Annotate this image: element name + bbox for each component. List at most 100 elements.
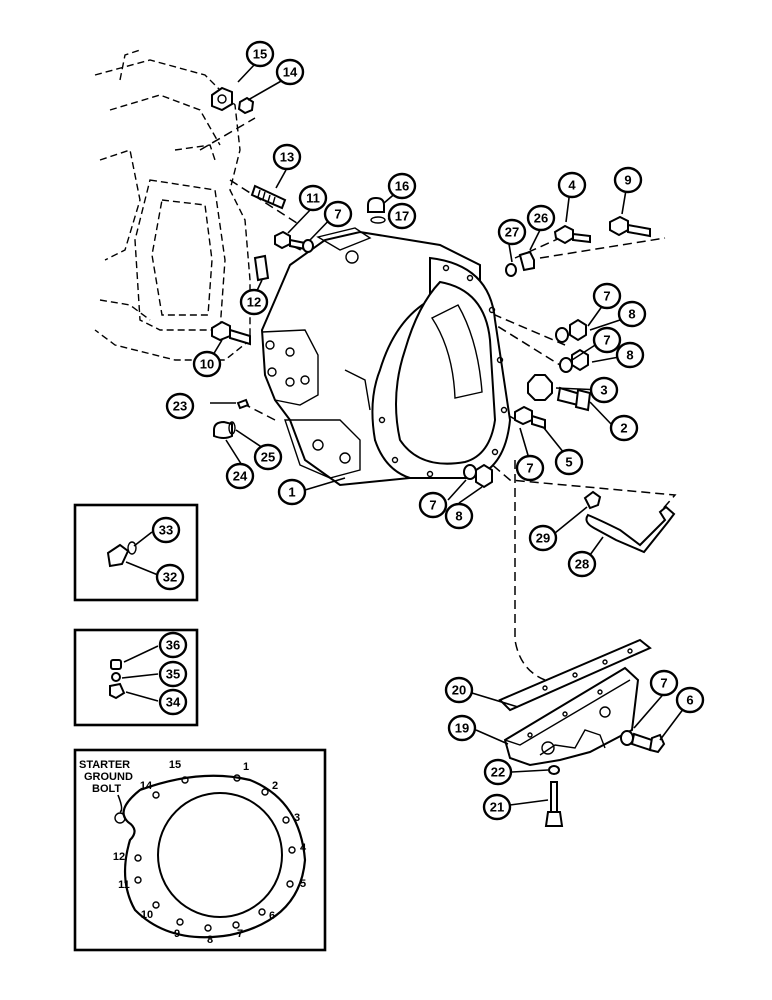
callout-36: 36 [158,631,188,659]
bolt-number: 6 [269,910,275,922]
svg-text:14: 14 [283,65,298,80]
callout-21: 21 [482,793,512,821]
callout-11: 11 [298,184,328,212]
callout-6: 6 [675,686,705,714]
svg-text:6: 6 [686,693,693,708]
svg-text:27: 27 [505,225,519,240]
svg-text:11: 11 [306,191,320,206]
svg-text:25: 25 [261,450,275,465]
callout-23: 23 [165,392,195,420]
svg-text:2: 2 [620,421,627,436]
callout-32: 32 [155,563,185,591]
callout-8: 8 [444,502,474,530]
callout-7: 7 [592,326,622,354]
svg-text:21: 21 [490,800,504,815]
callout-15: 15 [245,40,275,68]
callout-13: 13 [272,143,302,171]
callout-34: 34 [158,688,188,716]
callout-8: 8 [615,341,645,369]
callout-20: 20 [444,676,474,704]
svg-text:34: 34 [166,695,181,710]
svg-text:7: 7 [603,289,610,304]
bolt-number: 9 [174,928,180,940]
bolt-number: 8 [207,934,213,946]
callout-7: 7 [592,282,622,310]
callout-9: 9 [613,166,643,194]
svg-text:7: 7 [429,498,436,513]
bolt-number: 3 [294,812,300,824]
callout-10: 10 [192,350,222,378]
svg-text:1: 1 [288,485,295,500]
svg-text:35: 35 [166,667,180,682]
svg-text:32: 32 [163,570,177,585]
svg-text:15: 15 [253,47,267,62]
svg-text:17: 17 [395,209,409,224]
bolt-pattern-labels: STARTER GROUND BOLT 1 2 3 4 5 6 7 8 9 10… [79,759,307,946]
callout-2: 2 [609,414,639,442]
starter-label-line-1: STARTER [79,759,130,771]
svg-text:16: 16 [395,179,409,194]
bolt-pattern-holes [134,774,296,932]
callout-22: 22 [483,758,513,786]
bolt-number: 1 [243,761,249,773]
callout-29: 29 [528,524,558,552]
svg-text:20: 20 [452,683,466,698]
svg-text:28: 28 [575,557,589,572]
callout-7: 7 [323,200,353,228]
svg-text:19: 19 [455,721,469,736]
bolt-number: 12 [113,851,125,863]
ghost-frame [94,49,251,361]
callout-33: 33 [151,516,181,544]
svg-text:9: 9 [624,173,631,188]
callout-7: 7 [515,454,545,482]
flywheel-housing [260,227,512,487]
callout-8: 8 [617,300,647,328]
bolt-number: 11 [118,879,130,891]
svg-text:26: 26 [534,211,548,226]
bolt-number: 15 [169,759,181,771]
bolt-number: 14 [140,780,153,792]
callout-5: 5 [554,448,584,476]
callout-16: 16 [387,172,417,200]
svg-text:12: 12 [247,295,261,310]
svg-text:29: 29 [536,531,550,546]
callout-12: 12 [239,288,269,316]
svg-text:10: 10 [200,357,214,372]
bolt-number: 7 [237,928,243,940]
svg-text:7: 7 [603,333,610,348]
callout-4: 4 [557,171,587,199]
svg-text:23: 23 [173,399,187,414]
svg-text:8: 8 [626,348,633,363]
bolt-number: 5 [300,878,306,890]
svg-text:3: 3 [600,383,607,398]
svg-text:8: 8 [628,307,635,322]
callout-14: 14 [275,58,305,86]
callout-17: 17 [387,202,417,230]
callout-35: 35 [158,660,188,688]
callout-1: 1 [277,478,307,506]
callout-3: 3 [589,376,619,404]
callout-25: 25 [253,443,283,471]
svg-text:8: 8 [455,509,462,524]
callout-24: 24 [225,462,255,490]
hardware-parts [211,86,676,554]
callout-7: 7 [418,491,448,519]
svg-text:7: 7 [334,207,341,222]
svg-text:13: 13 [280,150,294,165]
lower-plate-assembly [498,638,666,827]
svg-text:5: 5 [565,455,572,470]
svg-text:22: 22 [491,765,505,780]
bolt-number: 10 [141,909,153,921]
callout-27: 27 [497,218,527,246]
inset-box-bolt-pattern [73,748,327,952]
callout-28: 28 [567,550,597,578]
svg-text:36: 36 [166,638,180,653]
starter-label-line-3: BOLT [92,783,121,795]
svg-text:4: 4 [568,178,576,193]
callout-7: 7 [649,669,679,697]
callout-19: 19 [447,714,477,742]
bolt-number: 2 [272,780,278,792]
svg-text:24: 24 [233,469,248,484]
callouts: 15 14 13 16 17 11 7 4 9 27 26 12 7 8 7 8… [151,40,705,821]
